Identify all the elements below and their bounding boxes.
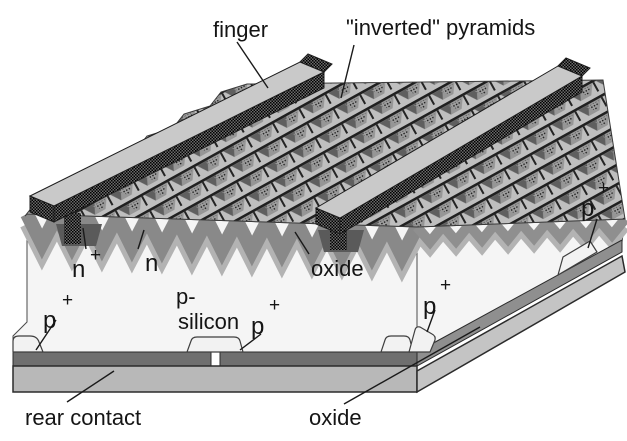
- right-oxide-stripe: [416, 239, 623, 367]
- leader-rear-contact: [66, 370, 115, 403]
- label-inverted-pyramids: "inverted" pyramids: [346, 15, 535, 40]
- label-n-plus: n +: [72, 245, 101, 283]
- finger-right-top-face: [314, 65, 584, 219]
- label-rear-contact: rear contact: [25, 405, 141, 430]
- svg-text:n: n: [72, 256, 85, 283]
- svg-text:p-: p-: [176, 284, 196, 309]
- label-finger: finger: [213, 17, 268, 42]
- label-oxide-front: oxide: [311, 256, 364, 281]
- svg-text:+: +: [440, 275, 451, 296]
- label-p-silicon: p- silicon: [176, 284, 239, 334]
- label-n: n: [145, 250, 158, 277]
- p-plus-bump-left: [12, 335, 44, 353]
- svg-text:p: p: [581, 195, 594, 222]
- leader-p-plus-center: [239, 333, 262, 351]
- finger-bar-left: [28, 53, 333, 223]
- p-plus-bump-right-front: [380, 335, 414, 353]
- leader-oxide-rear: [343, 326, 481, 405]
- svg-text:+: +: [90, 245, 101, 266]
- leader-p-plus-far-right: [587, 218, 598, 249]
- label-p-plus-far-right: p +: [581, 178, 609, 222]
- leader-p-plus-right: [426, 309, 436, 333]
- finger-bar-right: [314, 57, 591, 235]
- p-plus-bump-corner: [408, 326, 436, 353]
- svg-text:p: p: [43, 307, 56, 334]
- svg-text:p: p: [423, 293, 436, 320]
- svg-text:p: p: [251, 313, 264, 340]
- leader-n-plus: [82, 227, 87, 250]
- svg-text:+: +: [62, 290, 73, 311]
- label-p-plus-left: p +: [43, 290, 73, 334]
- leader-p-plus-left: [35, 319, 57, 351]
- svg-text:+: +: [269, 295, 280, 316]
- leader-oxide-front: [294, 231, 310, 255]
- svg-text:silicon: silicon: [178, 309, 239, 334]
- leader-finger: [236, 41, 269, 89]
- leader-inverted-pyramids: [340, 44, 355, 99]
- bottom-oxide-layer: [12, 351, 418, 367]
- leader-n: [137, 229, 145, 250]
- rear-contact-layer: [12, 365, 418, 393]
- p-plus-bumps: [12, 240, 598, 353]
- p-plus-bump-center: [186, 336, 244, 353]
- label-oxide-rear: oxide: [309, 405, 362, 430]
- finger-left-top-face: [28, 61, 326, 207]
- leader-lines: [35, 41, 598, 405]
- svg-text:+: +: [598, 178, 609, 199]
- label-p-plus-center: p +: [251, 295, 280, 340]
- label-p-plus-right: p +: [423, 275, 451, 320]
- finger-left-contact-stem: [64, 213, 81, 244]
- right-rear-contact-stripe: [416, 254, 626, 394]
